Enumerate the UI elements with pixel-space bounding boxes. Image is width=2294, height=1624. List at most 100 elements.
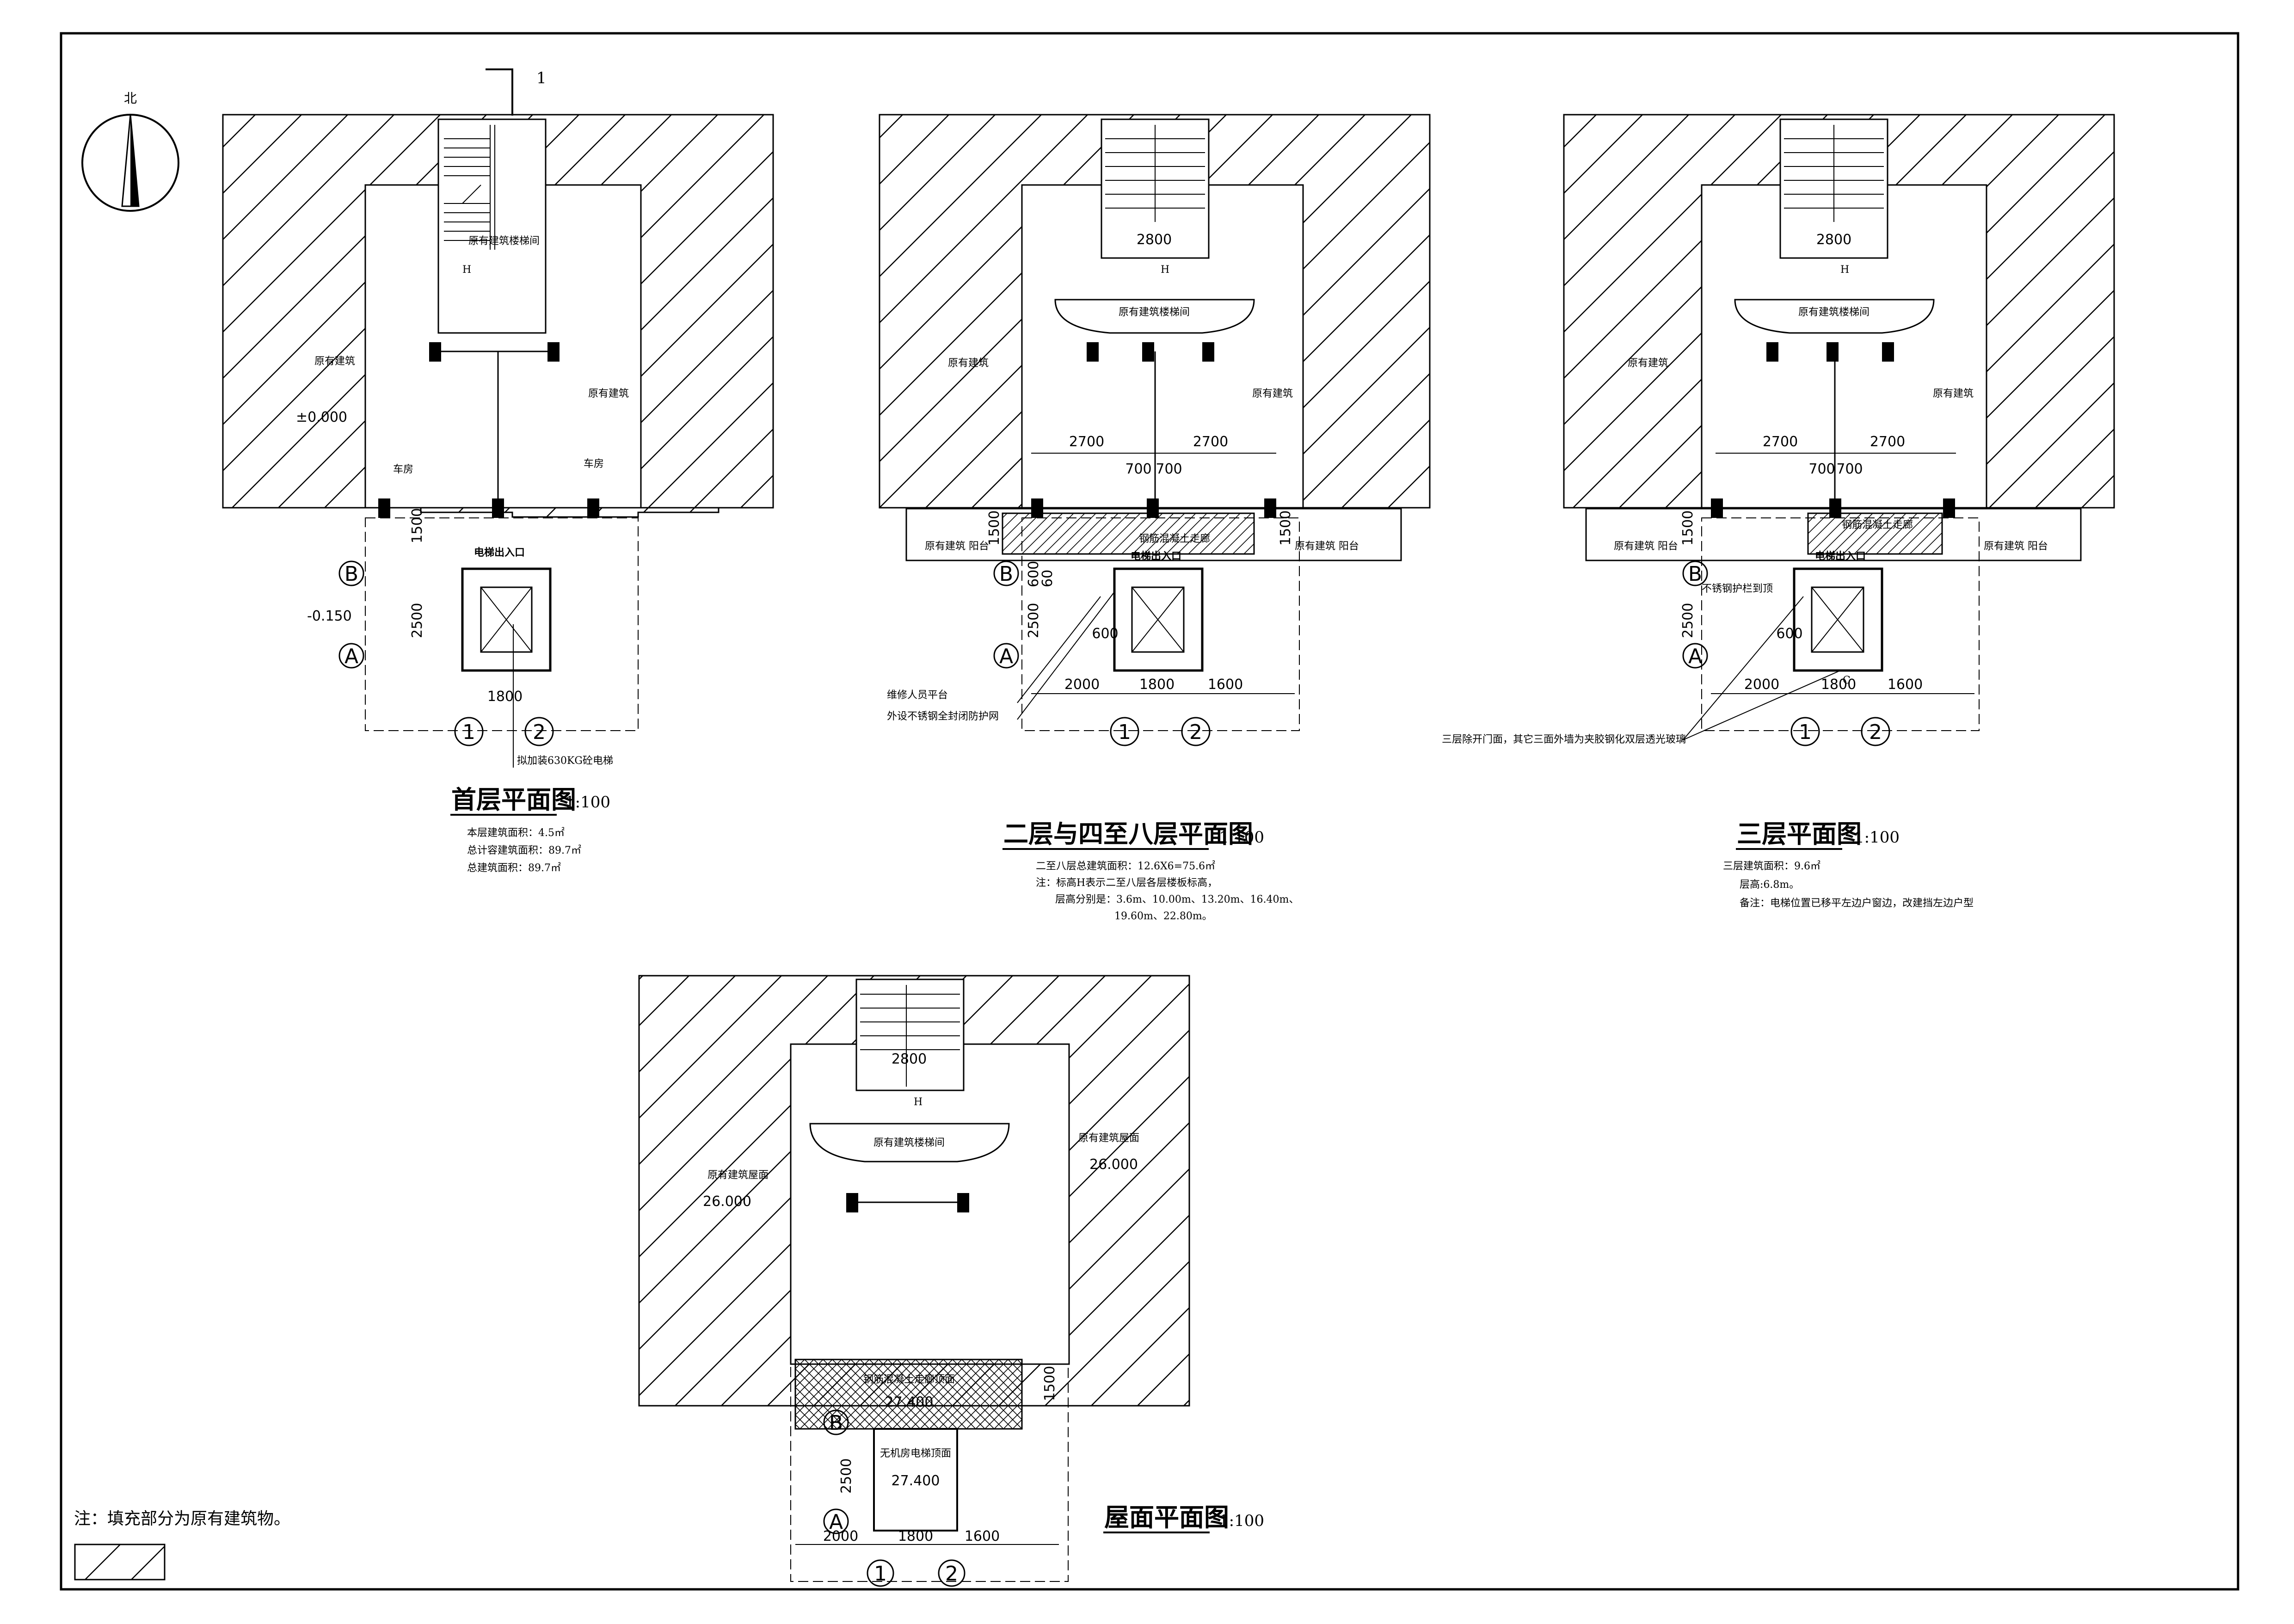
note-1: 总计容建筑面积：89.7㎡ [467, 844, 581, 856]
dim-2000: 2000 [1064, 677, 1100, 693]
note-0: 二至八层总建筑面积：12.6X6=75.6㎡ [1036, 860, 1215, 872]
section-mark-line [486, 68, 513, 116]
dim-2700a: 2700 [1763, 434, 1798, 450]
plan-scale: 1:100 [1219, 1512, 1264, 1530]
plan-title: 二层与四至八层平面图 [1003, 819, 1253, 849]
elevation-1: 26.000 [1089, 1156, 1138, 1173]
label-roof-left: 原有建筑屋面 [707, 1169, 769, 1181]
elevator-shaft [461, 567, 552, 672]
axis-b: B [1688, 562, 1702, 586]
dim-1500a: 1500 [986, 511, 1002, 546]
label-garage-right: 车房 [584, 458, 604, 470]
dim-1800: 1800 [487, 689, 523, 705]
elevator-shaft [1793, 567, 1883, 672]
dim-2500: 2500 [1680, 603, 1696, 638]
axis-2: 2 [533, 720, 546, 744]
stair-opening [855, 978, 965, 1091]
label-bldg-left: 原有建筑 [948, 357, 989, 369]
axis-2: 2 [1869, 720, 1882, 744]
elevation-0: 26.000 [703, 1193, 751, 1210]
dashed-outline [365, 517, 639, 731]
label-elevator-exit: 电梯出入口 [1131, 550, 1181, 562]
h-mark: H [462, 264, 471, 276]
elevation-2: 27.400 [885, 1394, 934, 1410]
dim-700a: 700 [1808, 461, 1835, 477]
section-mark-label: 1 [536, 69, 547, 87]
legend-note: 注：填充部分为原有建筑物。 [74, 1509, 290, 1528]
plan-title: 屋面平面图 [1104, 1502, 1229, 1532]
label-roof-right: 原有建筑屋面 [1078, 1132, 1139, 1144]
axis-1: 1 [874, 1562, 887, 1586]
north-label: 北 [124, 91, 137, 106]
dim-2700b: 2700 [1193, 434, 1228, 450]
axis-1-bubble [1110, 717, 1139, 746]
concrete-corridor [1002, 512, 1255, 555]
label-bldg-right: 原有建筑 [588, 388, 629, 400]
dim-2700a: 2700 [1069, 434, 1104, 450]
axis-b-bubble [338, 560, 364, 586]
axis-a: A [829, 1510, 843, 1534]
stair-landing [1054, 299, 1255, 334]
dim-1500: 1500 [409, 508, 425, 543]
elevator-car [1131, 586, 1185, 653]
axis-a: A [344, 645, 358, 668]
elevation-3: 27.400 [892, 1473, 940, 1489]
label-elevator-exit: 电梯出入口 [1815, 550, 1866, 562]
axis-a-bubble [993, 643, 1019, 669]
dim-1500: 1500 [1680, 511, 1696, 546]
note-3: 19.60m、22.80m。 [1114, 910, 1212, 922]
dashed-outline [790, 1364, 1069, 1582]
label-balcony-right: 原有建筑 阳台 [1984, 541, 2048, 552]
label-corridor: 钢筋混凝土走廊 [1139, 533, 1210, 545]
axis-1-bubble [1790, 717, 1820, 746]
label-stair: 原有建筑楼梯间 [1798, 307, 1870, 318]
dim-1600: 1600 [1888, 677, 1923, 693]
stair-landing [809, 1123, 1010, 1163]
dim-1600: 1600 [965, 1528, 1000, 1544]
label-rail: 不锈钢护栏到顶 [1702, 583, 1773, 595]
stair-treads [444, 125, 495, 250]
axis-b-bubble [1682, 560, 1708, 586]
label-garage-left: 车房 [393, 464, 413, 475]
axis-2-bubble [1181, 717, 1211, 746]
note-1: 层高:6.8m。 [1740, 879, 1799, 891]
plan-title: 首层平面图 [451, 785, 576, 814]
dim-1600: 1600 [1208, 677, 1243, 693]
dim-2500: 2500 [409, 603, 425, 638]
axis-a: A [999, 645, 1013, 668]
dim-700b: 700 [1156, 461, 1182, 477]
legend-hatch-swatch [74, 1544, 166, 1581]
label-glass-note: 三层除开门面，其它三面外墙为夹胶钢化双层透光玻璃 [1442, 734, 1686, 745]
dim-2000: 2000 [1744, 677, 1779, 693]
axis-a-bubble [1682, 643, 1708, 669]
dim-1500b: 1500 [1278, 511, 1294, 546]
elevator-car [480, 586, 533, 653]
plan-scale: 1:100 [1854, 828, 1900, 847]
note-1: 注：标高H表示二至八层各层楼板标高， [1036, 877, 1218, 889]
dim-600c: 600 [1092, 626, 1118, 642]
axis-b: B [344, 562, 358, 586]
h-mark: H [914, 1096, 923, 1108]
dim-2500: 2500 [1026, 603, 1042, 638]
axis-b-bubble [823, 1409, 849, 1435]
label-machine-roof: 无机房电梯顶面 [880, 1448, 951, 1459]
roof-plan: 2800 原有建筑楼梯间 H 原有建筑屋面 26.000 原有建筑屋面 26.0… [638, 975, 1264, 1587]
stair-opening [437, 118, 547, 334]
ground-floor-plan: 1 原有建筑楼梯间 H 原有建筑 原有建筑 车房 车房 电梯出入口 ±0.000… [222, 68, 774, 874]
dim-700a: 700 [1125, 461, 1151, 477]
dim-2500: 2500 [838, 1458, 855, 1494]
label-bldg-left: 原有建筑 [314, 356, 355, 367]
north-arrow: 北 [81, 91, 179, 212]
label-elevator-exit: 电梯出入口 [474, 547, 525, 559]
label-stair: 原有建筑楼梯间 [1119, 307, 1190, 318]
dim-2800: 2800 [1816, 232, 1851, 248]
elevator-shaft [1113, 567, 1204, 672]
axis-1-bubble [867, 1559, 894, 1587]
stair-treads [1105, 125, 1205, 222]
elevation-1: -0.150 [307, 608, 352, 624]
existing-building-fill [1563, 114, 2115, 509]
axis-2-bubble [938, 1559, 966, 1587]
concrete-corridor [1807, 512, 1943, 555]
axis-a: A [1688, 645, 1702, 668]
